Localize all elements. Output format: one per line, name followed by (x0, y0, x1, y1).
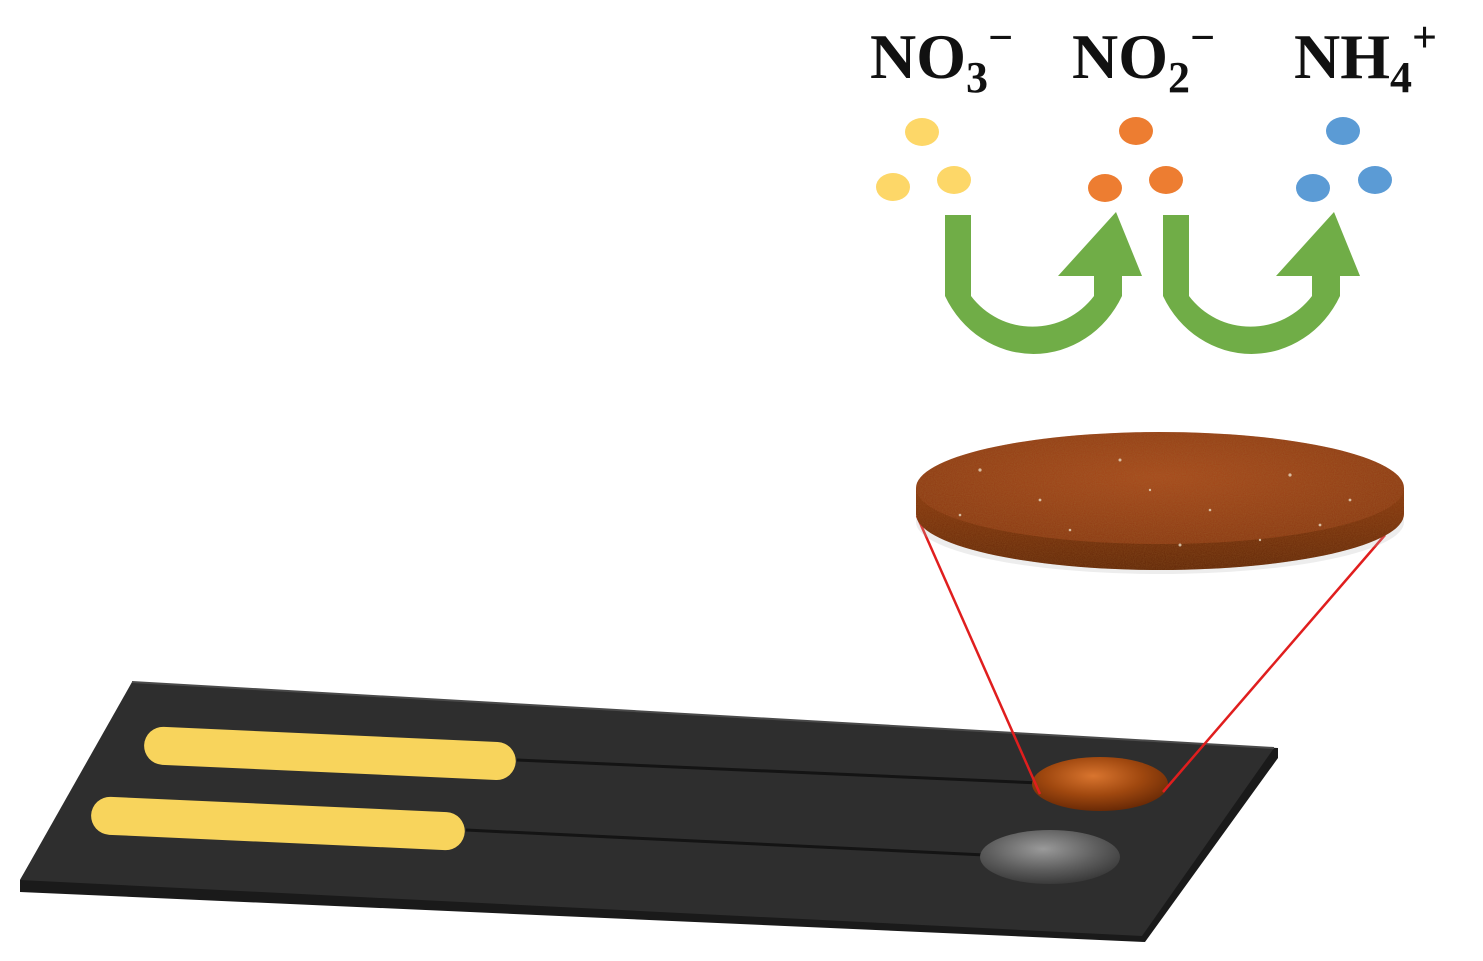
track-bottom (465, 828, 986, 857)
ammonium-dots (1296, 117, 1392, 202)
label-ammonium: NH4+ (1294, 13, 1437, 102)
arrow-nitrite-to-ammonium (1163, 212, 1360, 354)
track-top (516, 758, 1041, 785)
label-nitrite: NO2− (1072, 13, 1215, 102)
label-nitrate: NO3− (870, 13, 1013, 102)
u-turn-arrow-icon (945, 212, 1360, 354)
nitrate-dots (876, 118, 971, 201)
screen-printed-electrode-icon (20, 681, 1278, 942)
arrow-nitrate-to-nitrite (945, 212, 1142, 354)
contact-pad-top (144, 726, 516, 780)
nitrite-dots (1088, 117, 1183, 202)
zoom-lines (915, 515, 1386, 795)
working-electrode (1032, 757, 1168, 811)
reference-electrode (980, 830, 1120, 884)
catalyst-disc (916, 432, 1404, 574)
contact-pad-bottom (91, 796, 465, 851)
